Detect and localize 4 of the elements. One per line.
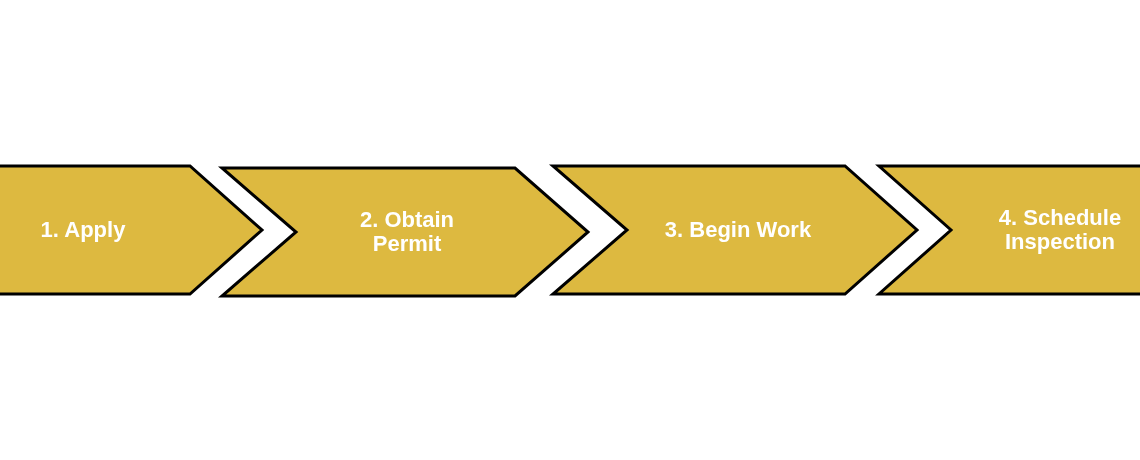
- step-label: 2. Obtain Permit: [358, 207, 456, 257]
- step-label: 4. Schedule Inspection: [997, 205, 1123, 255]
- step-label: 1. Apply: [39, 217, 127, 243]
- step-label: 3. Begin Work: [663, 217, 813, 243]
